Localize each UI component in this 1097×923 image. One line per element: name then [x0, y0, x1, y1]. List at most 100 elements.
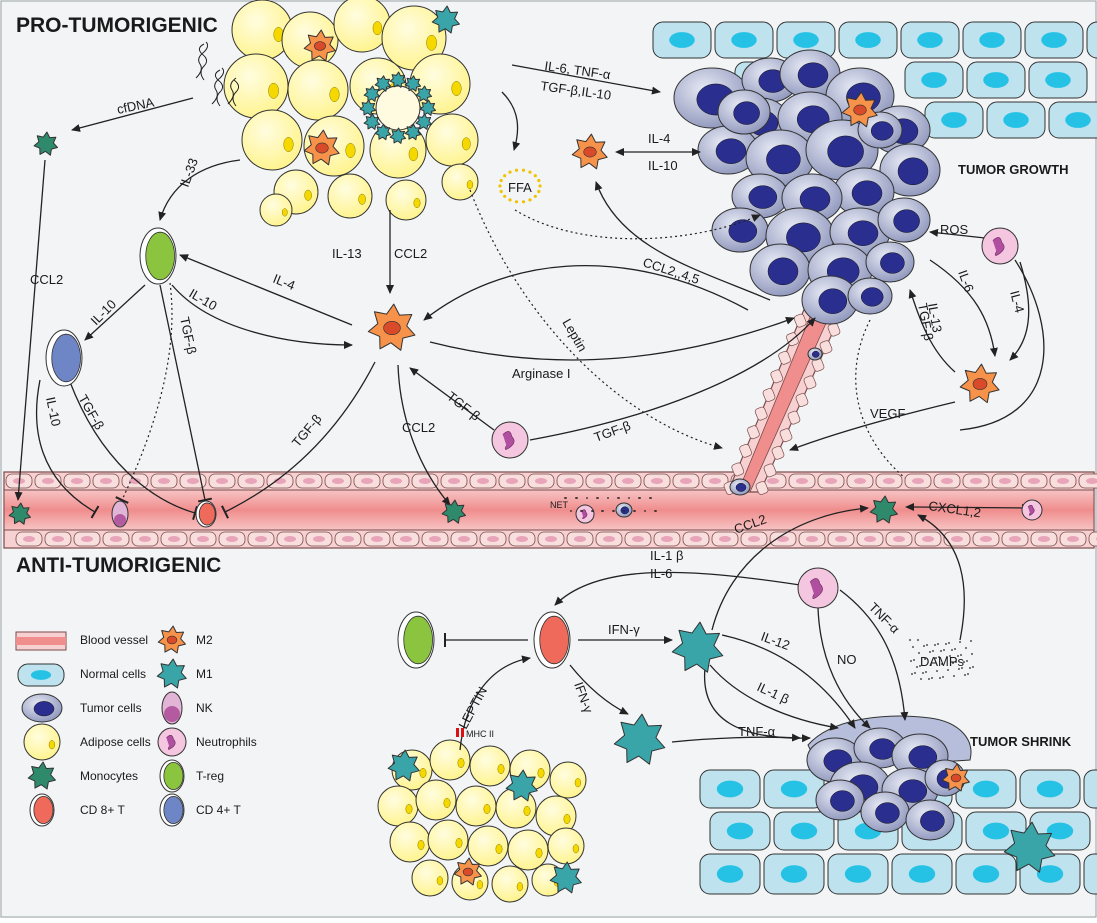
- crown-m1-cell: [404, 75, 422, 92]
- cd4-cell: [45, 329, 83, 387]
- m2-cell: [303, 29, 336, 62]
- crown-m1-cell: [389, 71, 407, 88]
- dna-strands-icon: [195, 41, 240, 107]
- vessel-endothelium-bottom: [15, 531, 1097, 547]
- legend-label: M2: [196, 633, 213, 647]
- label-damps: DAMPs: [920, 654, 965, 669]
- legend-item: NK: [161, 691, 213, 725]
- tumor-growth-cluster: [673, 49, 941, 325]
- treg-cell: [397, 611, 435, 669]
- label-ifng-1: IFN-γ: [608, 622, 640, 637]
- cd8-cell: [195, 500, 217, 528]
- crown-m1-cell: [359, 99, 377, 116]
- nk-cell: [111, 500, 129, 528]
- legend-label: T-reg: [196, 769, 224, 783]
- legend-neutrophil-icon: [157, 727, 187, 757]
- label-ccl2-4-5: CCL2,,4,5: [641, 255, 701, 287]
- crown-m1-cell: [389, 127, 407, 144]
- m1-cell: [613, 713, 666, 765]
- heading-tumor-growth: TUMOR GROWTH: [958, 162, 1068, 177]
- neutrophil-cell: [981, 227, 1019, 265]
- legend-cd4-icon: [159, 793, 185, 827]
- blood-vessel: [3, 471, 1097, 549]
- crown-m1-cell: [363, 113, 381, 130]
- heading-anti-tumorigenic: ANTI-TUMORIGENIC: [16, 554, 221, 577]
- legend-label: CD 4+ T: [196, 803, 241, 817]
- legend-item: M2: [157, 625, 213, 654]
- label-ifng-2: IFN-γ: [571, 680, 596, 715]
- treg-cell: [139, 227, 177, 285]
- label-ccl2-center: CCL2: [394, 246, 427, 261]
- legend-label: M1: [196, 667, 213, 681]
- legend-monocyte-icon: [27, 761, 56, 790]
- label-il4-top: IL-4: [648, 131, 670, 146]
- label-no: NO: [837, 652, 857, 667]
- legend-label: Monocytes: [80, 769, 138, 783]
- label-ccl2-m2: CCL2: [402, 420, 435, 435]
- legend-item: T-reg: [159, 759, 224, 793]
- m2-cell: [571, 133, 608, 170]
- cells: [8, 5, 1056, 894]
- label-tgfb-neut: TGF-β: [444, 389, 483, 424]
- monocyte-cell: [8, 502, 31, 525]
- m2-cell: [453, 857, 482, 886]
- crown-like-structure: [359, 71, 437, 144]
- legend-item: Neutrophils: [157, 727, 257, 757]
- label-tgfb-right: TGF-β: [915, 302, 936, 342]
- legend-item: Adipose cells: [23, 723, 151, 761]
- label-il6-right: IL-6: [955, 268, 977, 294]
- label-ccl2-left: CCL2: [30, 272, 63, 287]
- monocyte-cell: [869, 495, 898, 524]
- legend-item: Blood vessel: [15, 631, 148, 651]
- crown-m1-cell: [363, 85, 381, 102]
- m2-cell: [959, 363, 1000, 404]
- legend-item: CD 8+ T: [29, 793, 125, 827]
- legend-treg-icon: [159, 759, 185, 793]
- m1-cell: [431, 5, 460, 34]
- legend-label: Tumor cells: [80, 701, 142, 715]
- monocyte-cell: [33, 131, 58, 156]
- legend-label: CD 8+ T: [80, 803, 125, 817]
- crown-m1-cell: [419, 99, 437, 116]
- label-tnfa-m1: TNF-α: [738, 724, 776, 739]
- label-net: NET: [550, 500, 569, 510]
- m1-cell: [1003, 821, 1056, 873]
- label-il10-cd4: IL-10: [43, 396, 64, 428]
- label-il4-right: IL-4: [1007, 289, 1027, 315]
- legend-item: M1: [156, 658, 213, 689]
- label-tgfb-treg: TGF-β: [177, 316, 200, 356]
- legend-item: Normal cells: [17, 663, 146, 687]
- tumor-vessel: [723, 295, 849, 495]
- label-il13-right: IL-13: [925, 302, 945, 334]
- legend-label: Blood vessel: [80, 633, 148, 647]
- monocyte-cell: [441, 499, 466, 524]
- legend-item: Tumor cells: [21, 693, 142, 723]
- label-leptin: Leptin: [559, 316, 590, 354]
- neutrophil-cell: [1021, 499, 1043, 521]
- m1-cell: [671, 621, 724, 673]
- label-ros: ROS: [940, 222, 969, 237]
- legend-cd8-icon: [29, 793, 55, 827]
- legend-label: Neutrophils: [196, 735, 257, 749]
- legend-label: NK: [196, 701, 213, 715]
- label-il13: IL-13: [332, 246, 362, 261]
- crown-m1-cell: [404, 123, 422, 141]
- label-ffa: FFA: [508, 180, 532, 195]
- crown-m1-cell: [374, 75, 392, 92]
- legend-label: Adipose cells: [80, 735, 151, 749]
- label-tgfb-m2: TGF-β: [289, 411, 325, 450]
- ffa-dots: [498, 168, 542, 204]
- damps-dots: [909, 639, 974, 680]
- label-arginase: Arginase I: [512, 366, 571, 381]
- m2-cell: [941, 763, 970, 792]
- m2-cell: [367, 303, 416, 351]
- vessel-endothelium-top: [5, 473, 1097, 489]
- neutrophil-cell: [575, 504, 595, 524]
- label-il6-anti: IL-6: [650, 566, 672, 581]
- neutrophil-cell: [797, 567, 839, 609]
- label-il10-treg-m2: IL-10: [187, 286, 220, 314]
- crown-m1-cell: [415, 85, 433, 102]
